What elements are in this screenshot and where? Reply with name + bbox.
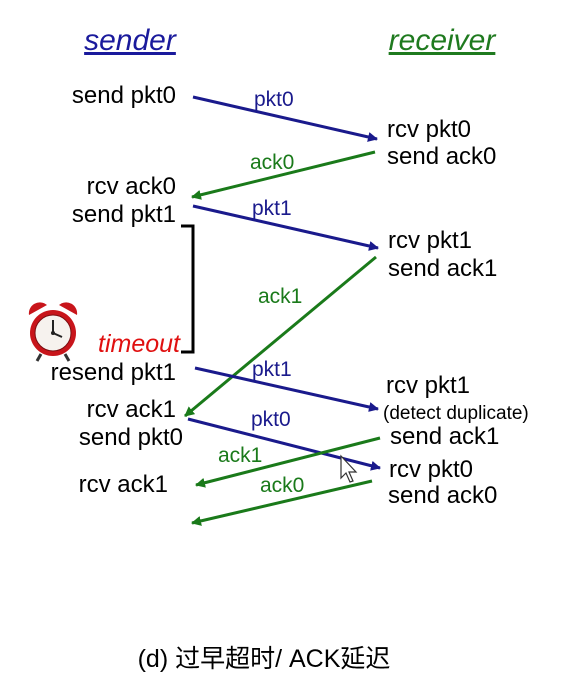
sender-event-send-pkt0: send pkt0 bbox=[72, 82, 176, 109]
msg-label-ack0: ack0 bbox=[250, 151, 294, 174]
msg-label-pkt1-resend: pkt1 bbox=[252, 358, 292, 381]
mouse-cursor-icon bbox=[340, 454, 358, 483]
sender-event-resend-pkt1: resend pkt1 bbox=[51, 359, 176, 386]
timeout-label: timeout bbox=[98, 330, 181, 358]
sender-header: sender bbox=[84, 24, 177, 57]
receiver-event-send-ack0: send ack0 bbox=[387, 143, 496, 170]
arrow-pkt0-2 bbox=[187, 417, 381, 471]
arrow-ack0 bbox=[191, 150, 376, 200]
arrow-ack0-2 bbox=[191, 479, 373, 526]
arrow-pkt0 bbox=[192, 95, 378, 142]
arrow-pkt1-resend bbox=[194, 366, 379, 412]
receiver-event-send-ack1: send ack1 bbox=[388, 255, 497, 282]
receiver-event-detect-duplicate: (detect duplicate) bbox=[383, 403, 529, 424]
sender-event-send-pkt1: send pkt1 bbox=[72, 201, 176, 228]
arrow-ack1 bbox=[184, 255, 377, 418]
sender-event-rcv-ack0: rcv ack0 bbox=[87, 173, 176, 200]
receiver-event-send-ack1-2: send ack1 bbox=[390, 423, 499, 450]
sender-event-send-pkt0-2: send pkt0 bbox=[79, 424, 183, 451]
msg-label-pkt0-2: pkt0 bbox=[251, 408, 291, 431]
arrow-ack1-2 bbox=[195, 436, 381, 488]
receiver-event-rcv-pkt1: rcv pkt1 bbox=[388, 227, 472, 254]
msg-label-ack0-2: ack0 bbox=[260, 474, 304, 497]
msg-label-ack1: ack1 bbox=[258, 285, 302, 308]
sender-event-rcv-ack1-2: rcv ack1 bbox=[79, 471, 168, 498]
receiver-event-rcv-pkt0: rcv pkt0 bbox=[387, 116, 471, 143]
receiver-event-rcv-pkt0-2: rcv pkt0 bbox=[389, 456, 473, 483]
receiver-event-send-ack0-2: send ack0 bbox=[388, 482, 497, 509]
arrow-pkt1 bbox=[192, 204, 379, 251]
timeout-bracket bbox=[181, 224, 195, 354]
receiver-header: receiver bbox=[389, 24, 497, 57]
sender-event-rcv-ack1: rcv ack1 bbox=[87, 396, 176, 423]
alarm-clock-icon bbox=[28, 302, 78, 362]
msg-label-pkt0: pkt0 bbox=[254, 88, 294, 111]
msg-label-ack1-2: ack1 bbox=[218, 444, 262, 467]
msg-label-pkt1: pkt1 bbox=[252, 197, 292, 220]
receiver-event-rcv-pkt1-dup: rcv pkt1 bbox=[386, 372, 470, 399]
figure-caption: (d) 过早超时/ ACK延迟 bbox=[138, 645, 391, 673]
